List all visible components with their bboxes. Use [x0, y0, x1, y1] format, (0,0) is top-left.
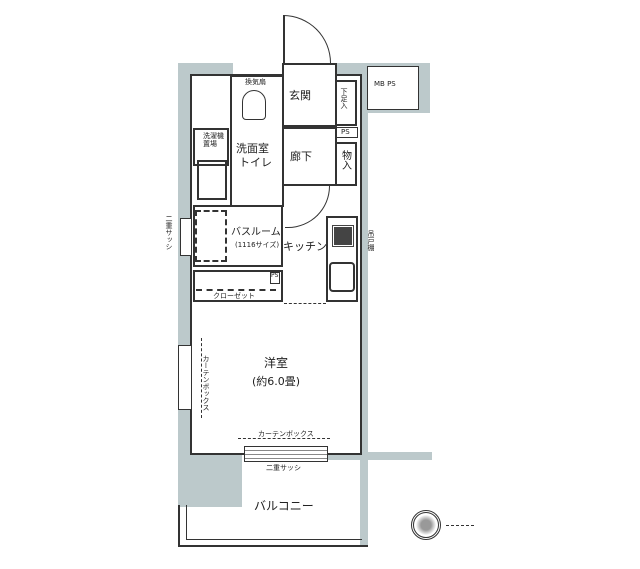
wall-cabinet-label: 吊戸棚 [367, 230, 376, 251]
kitchen-label: キッチン [283, 240, 327, 253]
entrance-area [282, 63, 337, 127]
kitchen-boundary [284, 303, 326, 304]
washer-label: 洗濯機置場 [203, 132, 224, 149]
bathtub [195, 210, 227, 262]
double-sash-label: 二重サッシ [266, 464, 301, 472]
curtain-box-left-label: カーテンボックス [202, 355, 211, 411]
western-room-size: (約6.0畳) [252, 375, 301, 388]
entrance-door[interactable] [283, 15, 331, 63]
balcony-wall-right [328, 452, 432, 460]
closet-label: クローゼット [213, 292, 255, 300]
double-sash-left-label: 二重サッシ [165, 215, 174, 250]
wash-basin [197, 160, 227, 200]
curtain-box [238, 438, 330, 439]
storage-label: 物入 [339, 150, 351, 170]
curtain-box-label: カーテンボックス [258, 430, 314, 438]
closet-rod [196, 289, 276, 291]
washer-space [193, 128, 229, 166]
storage-closet [335, 142, 357, 186]
western-room-label: 洋室 [264, 356, 289, 370]
ps-label: PS [341, 128, 350, 136]
mb-ps-box [367, 66, 419, 110]
compass-north-icon [411, 510, 441, 540]
entrance-label: 玄関 [289, 89, 311, 102]
sink-icon [329, 262, 355, 292]
washroom-label-1: 洗面室 [236, 142, 269, 155]
toilet [242, 90, 266, 120]
balcony-pillar [178, 452, 242, 507]
balcony-sash[interactable] [244, 446, 328, 462]
shoe-storage-label: 下足入 [340, 88, 349, 109]
bathroom-size: (1116サイズ) [235, 241, 280, 249]
balcony-outline [178, 505, 368, 547]
room-side-window[interactable] [178, 345, 192, 410]
washroom-label-2: トイレ [239, 156, 272, 169]
ps-label-2: PS [271, 272, 279, 279]
balcony-inner-rail [186, 505, 362, 540]
mb-ps-label: MB PS [374, 80, 396, 88]
bathroom-label: バスルーム [231, 227, 281, 238]
hallway-label: 廊下 [290, 150, 312, 163]
compass-arrow [446, 525, 474, 526]
bath-window[interactable] [180, 218, 192, 256]
stove-icon [331, 224, 355, 248]
vent-label: 換気扇 [245, 78, 266, 86]
shoe-storage [335, 80, 357, 126]
bathroom-area [193, 205, 283, 267]
closet-area [193, 270, 283, 302]
left-curtain-box [198, 338, 202, 418]
left-wall-top [178, 63, 233, 77]
ps-box-2 [270, 272, 280, 284]
balcony-label: バルコニー [254, 499, 314, 513]
right-wall [360, 110, 368, 545]
